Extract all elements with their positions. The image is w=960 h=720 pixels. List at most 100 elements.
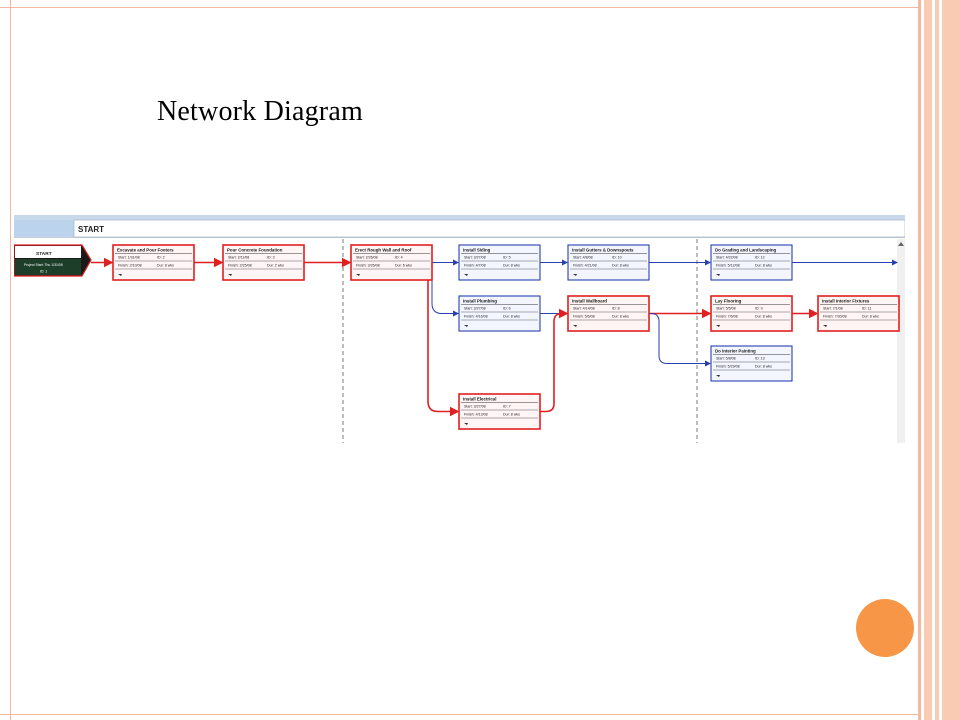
connector: [540, 308, 569, 413]
connector: [649, 313, 711, 367]
task-node-id: ID: 12: [755, 256, 765, 260]
task-node-finish: Finish: 4/21/08: [573, 264, 597, 268]
task-resource-icon: [464, 423, 468, 425]
task-node-start: Start: 1/31/08: [118, 256, 140, 260]
right-stripe-1: [924, 0, 932, 720]
connectors: [91, 257, 898, 417]
task-node-finish: Finish: 7/6/08: [716, 315, 738, 319]
task-node-start: Start: 5/5/08: [716, 307, 736, 311]
network-diagram-canvas: START START Project Start: Thu 1/31/08 I…: [14, 215, 905, 443]
task-node-start: Start: 4/8/08: [573, 256, 593, 260]
task-node-id: ID: 10: [612, 256, 622, 260]
task-node-duration: Dur: 2 wks: [267, 264, 284, 268]
start-node-line1: Project Start: Thu 1/31/08: [24, 263, 63, 267]
task-resource-icon: [464, 325, 468, 327]
network-diagram: START START Project Start: Thu 1/31/08 I…: [14, 215, 905, 443]
task-resource-icon: [464, 274, 468, 276]
task-node-start: Start: 3/27/08: [464, 307, 486, 311]
task-resource-icon: [228, 274, 232, 276]
task-node-id: ID: 3: [267, 256, 275, 260]
start-node-header: [15, 246, 81, 258]
task-node-box: [112, 244, 195, 281]
task-resource-icon: [716, 274, 720, 276]
task-node-duration: Dur: 8 wks: [157, 264, 174, 268]
task-node-title: Pour Concrete Foundation: [227, 248, 283, 253]
task-resource-icon: [716, 375, 720, 377]
task-node-box: [458, 393, 541, 430]
task-node-duration: Dur: 8 wks: [612, 264, 629, 268]
task-node-id: ID: 2: [157, 256, 165, 260]
task-node-title: Install Wallboard: [572, 299, 607, 304]
task-node-id: ID: 4: [395, 256, 403, 260]
scrollbar[interactable]: [897, 239, 905, 443]
task-node-title: Lay Flooring: [715, 299, 742, 304]
task-node-start: Start: 3/27/08: [464, 256, 486, 260]
scroll-up-icon[interactable]: [898, 242, 904, 246]
task-node-duration: Dur: 8 wks: [755, 264, 772, 268]
task-node-box: [350, 244, 433, 281]
task-node-finish: Finish: 4/13/08: [464, 413, 488, 417]
task-node-box: [222, 244, 305, 281]
slide-title: Network Diagram: [157, 96, 363, 127]
header-label-cell: [73, 219, 905, 238]
start-node[interactable]: START Project Start: Thu 1/31/08 ID: 1: [14, 244, 92, 277]
right-stripe-2: [935, 0, 939, 720]
task-node-box: [817, 295, 900, 332]
task-node-box: [458, 295, 541, 332]
task-node-title: Excavate and Pour Footers: [117, 248, 174, 253]
right-stripe-3: [942, 0, 960, 720]
task-node-box: [710, 345, 793, 382]
task-node-title: Install Plumbing: [463, 299, 497, 304]
task-node-box: [567, 295, 650, 332]
task-node-title: Install Interior Fixtures: [822, 299, 870, 304]
task-resource-icon: [823, 325, 827, 327]
task-node-finish: Finish: 5/12/08: [716, 264, 740, 268]
task-node-box: [710, 295, 793, 332]
start-node-line2: ID: 1: [40, 270, 47, 274]
task-node-finish: Finish: 7/30/08: [823, 315, 847, 319]
task-node-duration: Dur: 6 wks: [395, 264, 412, 268]
task-node-duration: Dur: 8 wks: [503, 315, 520, 319]
header-strip: [14, 215, 905, 220]
task-node-finish: Finish: 4/7/08: [464, 264, 486, 268]
task-node-finish: Finish: 3/26/08: [356, 264, 380, 268]
task-node-duration: Dur: 8 wks: [503, 413, 520, 417]
task-node-start: Start: 2/11/08: [228, 256, 249, 260]
task-node-finish: Finish: 5/6/08: [573, 315, 595, 319]
task-node-start: Start: 4/22/08: [716, 256, 738, 260]
task-node-start: Start: 4/14/08: [573, 307, 595, 311]
task-node-finish: Finish: 2/25/08: [228, 264, 252, 268]
task-node-title: Install Electrical: [463, 397, 496, 402]
task-node-duration: Dur: 8 wks: [755, 315, 772, 319]
task-node-start: Start: 5/8/08: [716, 357, 736, 361]
task-node-id: ID: 8: [612, 307, 620, 311]
task-node-title: Erect Rough Wall and Roof: [355, 248, 412, 253]
task-node-title: Do Interior Painting: [715, 349, 756, 354]
task-node-id: ID: 13: [755, 357, 765, 361]
task-resource-icon: [118, 274, 122, 276]
task-node-start: Start: 7/1/08: [823, 307, 843, 311]
task-node-id: ID: 6: [503, 307, 511, 311]
task-node-title: Install Gutters & Downspouts: [572, 248, 634, 253]
task-node-start: Start: 2/26/08: [356, 256, 378, 260]
right-stripe-thin: [918, 0, 921, 720]
task-resource-icon: [716, 325, 720, 327]
task-node-finish: Finish: 4/16/08: [464, 315, 488, 319]
task-node-id: ID: 7: [503, 405, 511, 409]
task-resource-icon: [356, 274, 360, 276]
